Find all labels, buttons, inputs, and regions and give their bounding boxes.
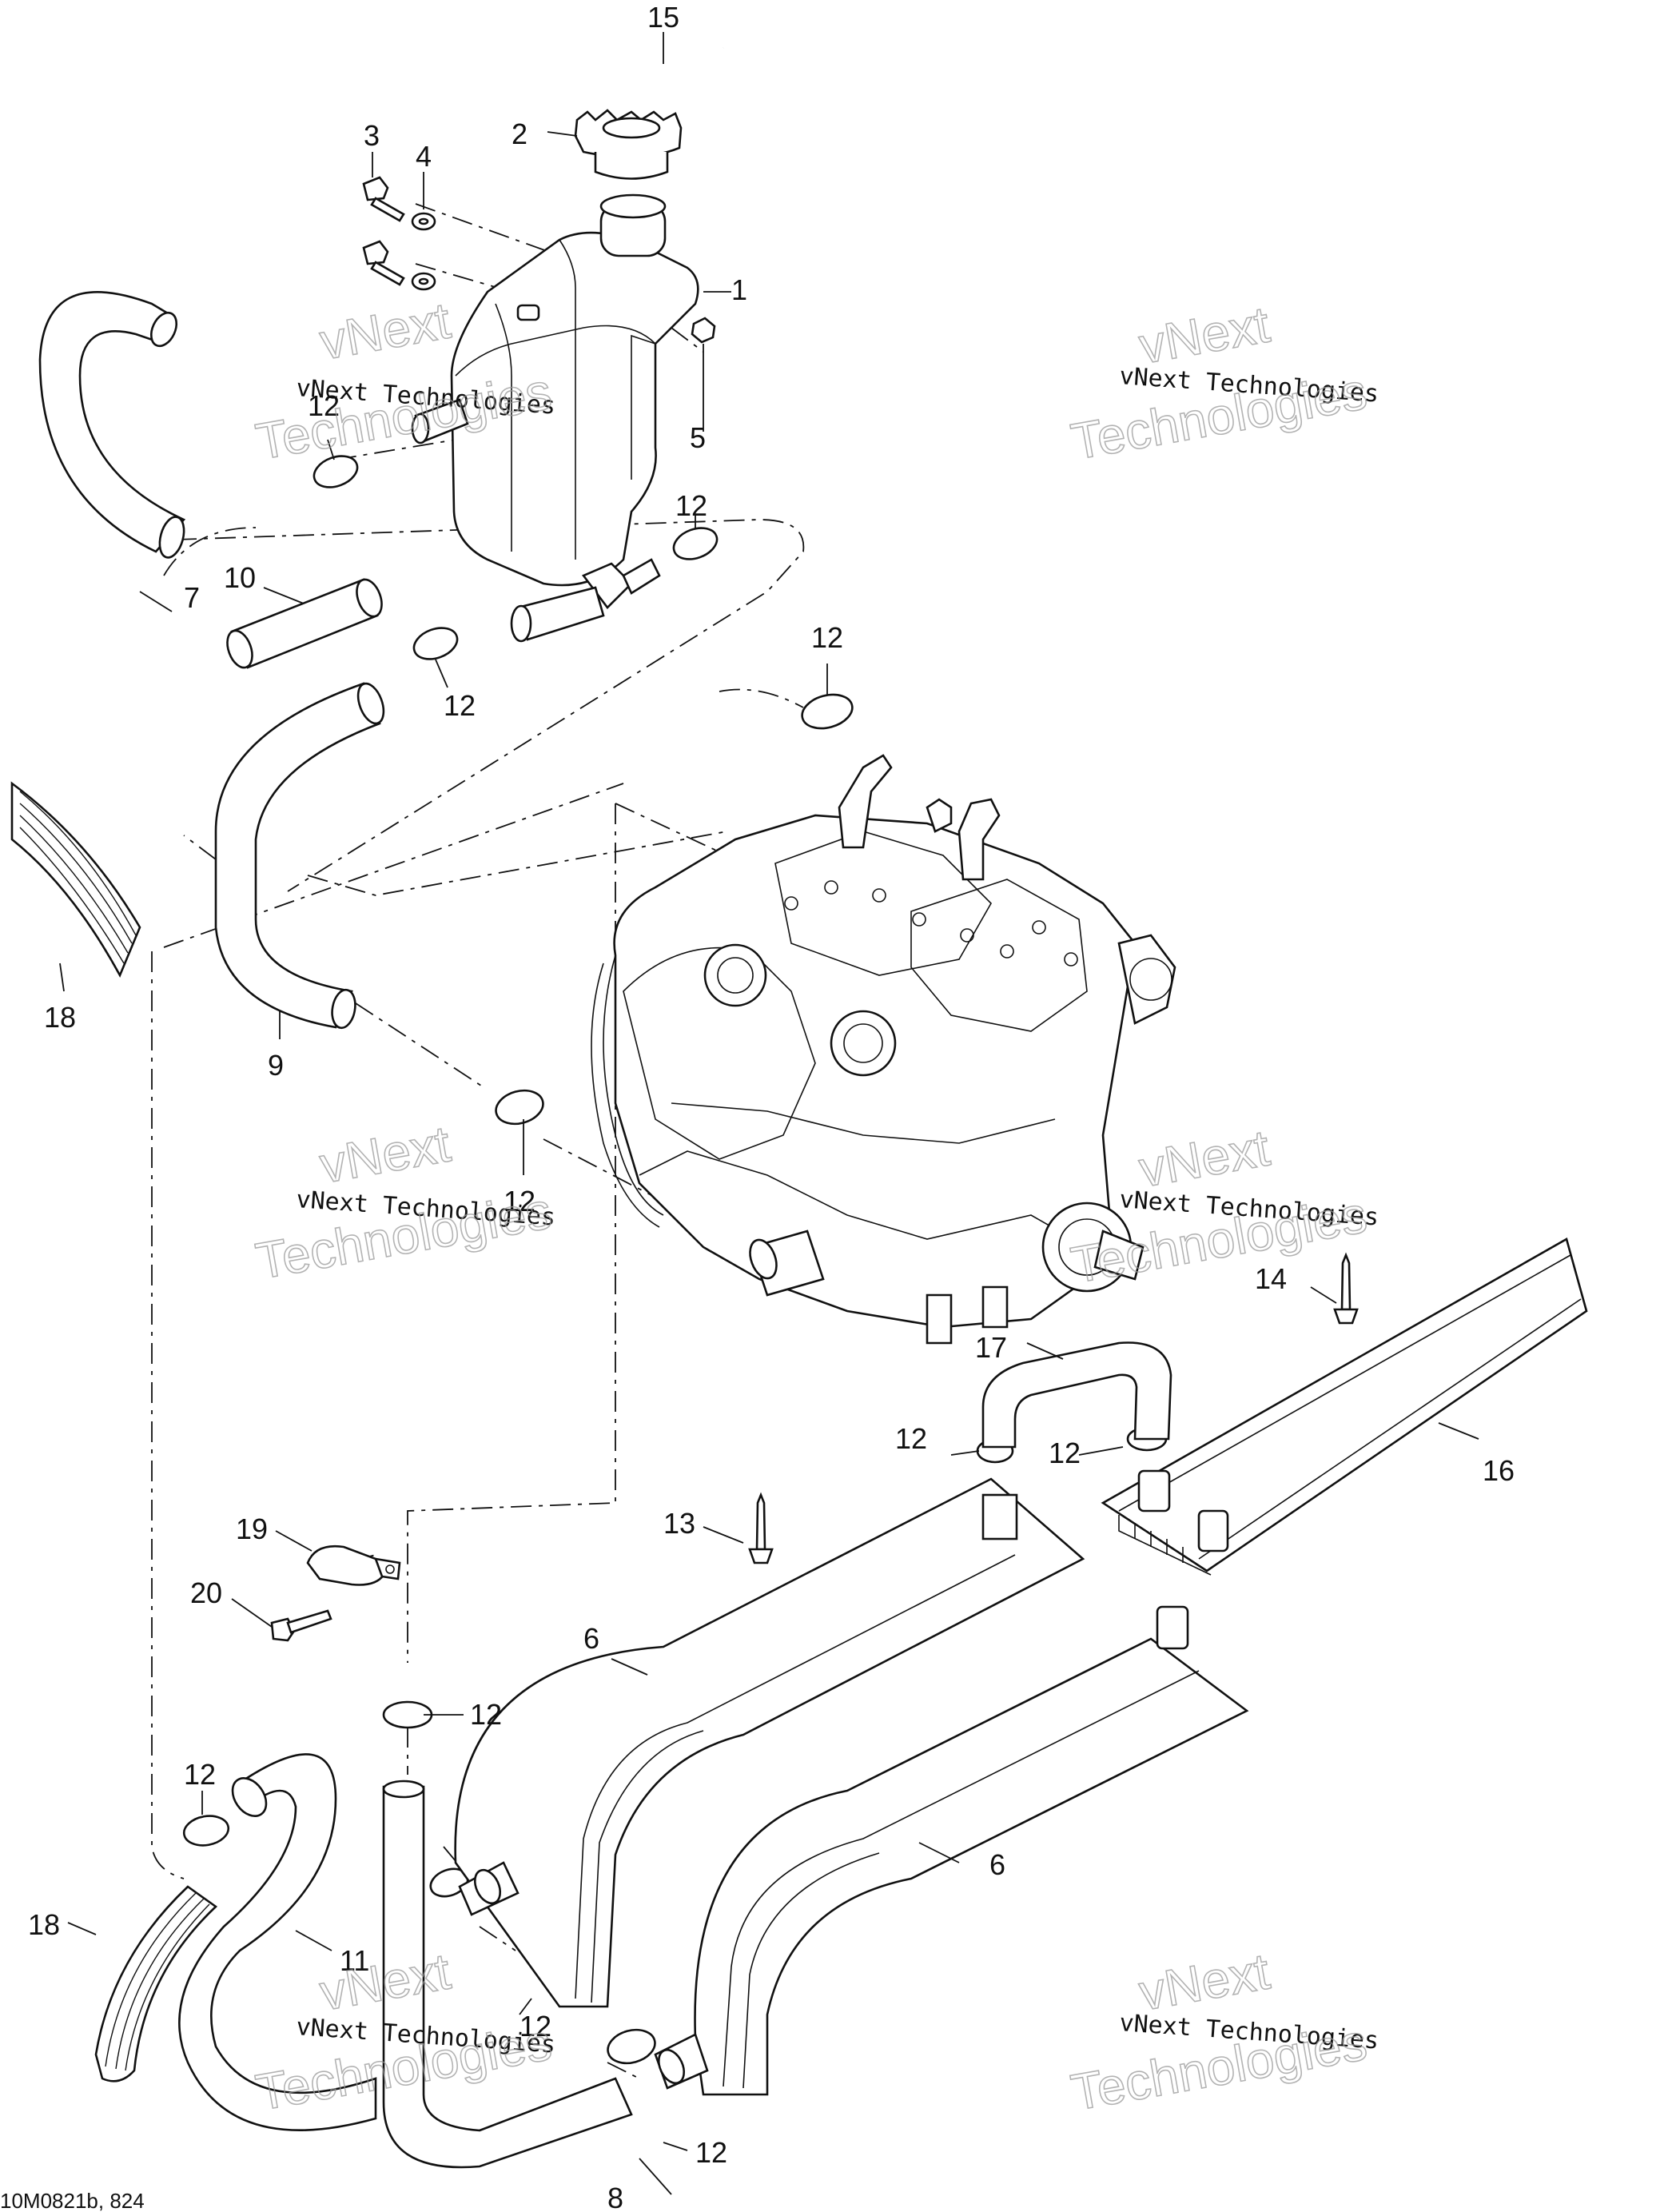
screws-and-washers	[362, 176, 716, 344]
callout-12-d: 12	[811, 621, 843, 654]
callout-13: 13	[663, 1507, 695, 1540]
callout-7: 7	[184, 581, 200, 614]
callout-16: 16	[1483, 1454, 1515, 1487]
callout-20: 20	[190, 1576, 222, 1609]
leader-lines	[59, 32, 1479, 2195]
callout-12-f: 12	[895, 1422, 927, 1455]
callout-5: 5	[690, 421, 706, 454]
callout-1: 1	[731, 273, 747, 306]
watermark-ghost-3a: vNext	[316, 1114, 455, 1194]
coolant-reservoir	[411, 193, 699, 643]
callout-15: 15	[647, 1, 679, 34]
callout-12-j: 12	[520, 2010, 551, 2043]
watermark-ghost-2a: vNext	[1135, 295, 1274, 374]
callout-12-g: 12	[1049, 1437, 1081, 1469]
document-reference: 10M0821b, 824	[0, 2189, 145, 2212]
watermark-ghost-1a: vNext	[316, 291, 455, 370]
fasteners	[270, 1252, 1359, 1642]
callout-6-b: 6	[989, 1848, 1005, 1881]
callout-10: 10	[224, 561, 256, 594]
callout-11: 11	[340, 1944, 369, 1977]
callout-12-i: 12	[184, 1758, 216, 1791]
hose-clamps	[182, 455, 1168, 2065]
hose-17	[981, 1341, 1172, 1449]
callout-2: 2	[512, 118, 527, 150]
callout-12-k: 12	[695, 2136, 727, 2169]
callout-19: 19	[236, 1513, 268, 1545]
callout-4: 4	[416, 140, 432, 173]
callout-3: 3	[364, 119, 380, 152]
hoses-lower	[178, 1753, 709, 2169]
callout-8: 8	[607, 2182, 623, 2212]
watermark-ghost-4a: vNext	[1135, 1118, 1274, 1198]
watermark-ghost-6a: vNext	[1135, 1942, 1274, 2021]
callout-6-a: 6	[583, 1622, 599, 1655]
callout-labels: 15 2 3 4 1 5 12 12 7 10 12 12 18 9 12 14…	[28, 1, 1515, 2212]
callout-12-a: 12	[308, 389, 340, 422]
callout-12-b: 12	[675, 489, 707, 522]
callout-18-b: 18	[28, 1908, 60, 1941]
hose-protectors	[10, 781, 218, 2082]
callout-18-a: 18	[44, 1001, 76, 1034]
heat-exchangers	[454, 1238, 1588, 2096]
hoses-upper	[38, 291, 385, 1030]
callout-9: 9	[268, 1049, 284, 1082]
callout-12-c: 12	[444, 689, 476, 722]
engine-block	[591, 754, 1176, 1345]
callout-17: 17	[975, 1331, 1007, 1364]
watermark-ghost-5a: vNext	[316, 1942, 455, 2021]
callout-12-e: 12	[504, 1185, 535, 1218]
callout-14: 14	[1255, 1262, 1287, 1295]
callout-12-h: 12	[470, 1698, 502, 1731]
filler-cap	[574, 46, 724, 180]
